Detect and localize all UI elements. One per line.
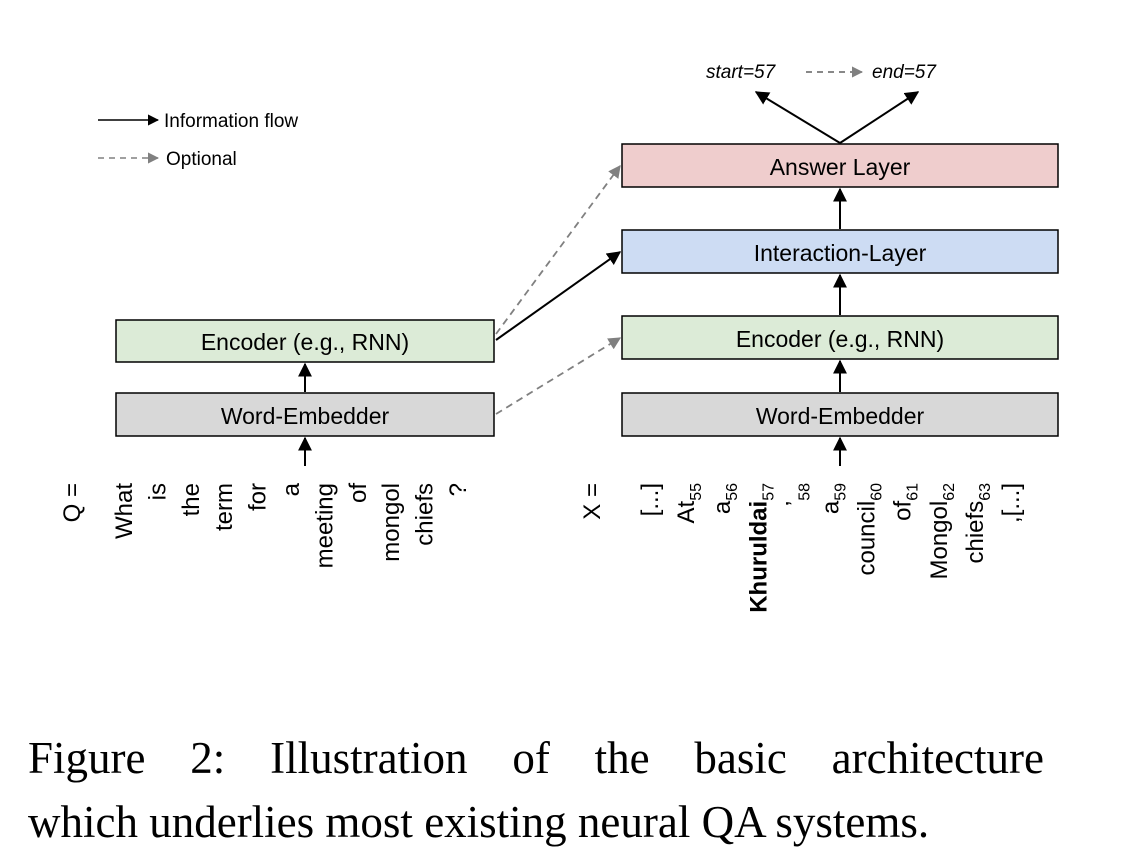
question-encoder-label: Encoder (e.g., RNN) [201,329,409,355]
question-encoder-to-answer-optional-arrow [495,164,621,335]
context-token-index: 61 [905,483,922,501]
context-token-index: 57 [760,483,777,501]
context-token: Mongol62 [926,483,958,580]
question-embedder-label: Word-Embedder [221,403,390,429]
context-encoder-box: Encoder (e.g., RNN) [621,315,1059,360]
question-token: a [278,482,305,496]
context-token: Khuruldai57 [745,483,777,613]
context-token-index: 58 [796,483,813,501]
answer-layer-label: Answer Layer [770,154,911,180]
context-encoder-label: Encoder (e.g., RNN) [736,326,944,352]
caption-line-2: which underlies most existing neural QA … [28,797,930,847]
context-token: chiefs63 [962,483,994,564]
context-token-text: At [673,500,700,523]
context-prefix: X = [579,483,606,520]
context-token-text: council [854,501,881,576]
question-encoder-box: Encoder (e.g., RNN) [115,319,495,363]
context-token-text: [...] [637,483,664,516]
question-token: meeting [311,483,338,568]
question-token: is [144,483,171,500]
question-embedder-to-context-encoder-optional-arrow [495,337,622,415]
question-token: of [345,483,372,503]
context-token-index: 60 [869,483,886,501]
answer-to-end-arrow [839,91,920,144]
question-encoder-to-interaction-arrow [495,251,622,341]
answer-to-start-arrow [754,91,841,144]
question-token: chiefs [412,483,439,546]
context-token: [...] [637,483,664,516]
question-token: ? [445,483,472,496]
context-token-index: 63 [977,483,994,501]
context-token-index: 56 [724,483,741,501]
context-token-text: Khuruldai [745,501,772,613]
context-token-index: 59 [833,483,850,501]
output-span: start=57 end=57 [706,62,937,144]
question-token: What [111,483,138,539]
question-token: mongol [378,483,405,562]
start-label: start=57 [706,62,777,83]
context-token-text: ,[...] [998,483,1025,523]
context-embedder-box: Word-Embedder [621,392,1059,437]
context-token-text: of [890,500,917,520]
context-token-text: a [709,500,736,514]
context-token-index: 62 [941,483,958,501]
end-label: end=57 [872,62,937,83]
context-token: a59 [818,483,850,514]
context-token: of61 [890,483,922,521]
question-prefix: Q = [59,483,86,522]
question-embedder-box: Word-Embedder [115,392,495,437]
legend-flow-label: Information flow [164,111,298,132]
answer-layer-box: Answer Layer [621,143,1059,188]
context-token: ,[...] [998,483,1025,523]
interaction-layer-label: Interaction-Layer [754,240,927,266]
question-token: term [211,483,238,531]
figure-caption: Figure 2: Illustration of the basic arch… [28,726,1044,854]
context-token: At55 [673,483,705,524]
legend-optional-label: Optional [166,149,237,170]
interaction-layer-box: Interaction-Layer [621,229,1059,274]
context-token-text: Mongol [926,501,953,580]
context-token: council60 [854,483,886,576]
context-tokens: X =[...]At55a56Khuruldai57’58a59council6… [579,483,1025,613]
question-token: the [178,483,205,516]
context-embedder-label: Word-Embedder [756,403,925,429]
context-token-text: a [818,500,845,514]
legend: Information flow Optional [98,111,298,170]
question-token: for [245,483,272,511]
context-token-text: chiefs [962,501,989,564]
context-token-text: ’ [781,501,808,506]
context-token: ’58 [781,483,813,506]
context-token: a56 [709,483,741,514]
caption-line-1: Figure 2: Illustration of the basic arch… [28,733,1044,783]
context-token-index: 55 [688,483,705,501]
